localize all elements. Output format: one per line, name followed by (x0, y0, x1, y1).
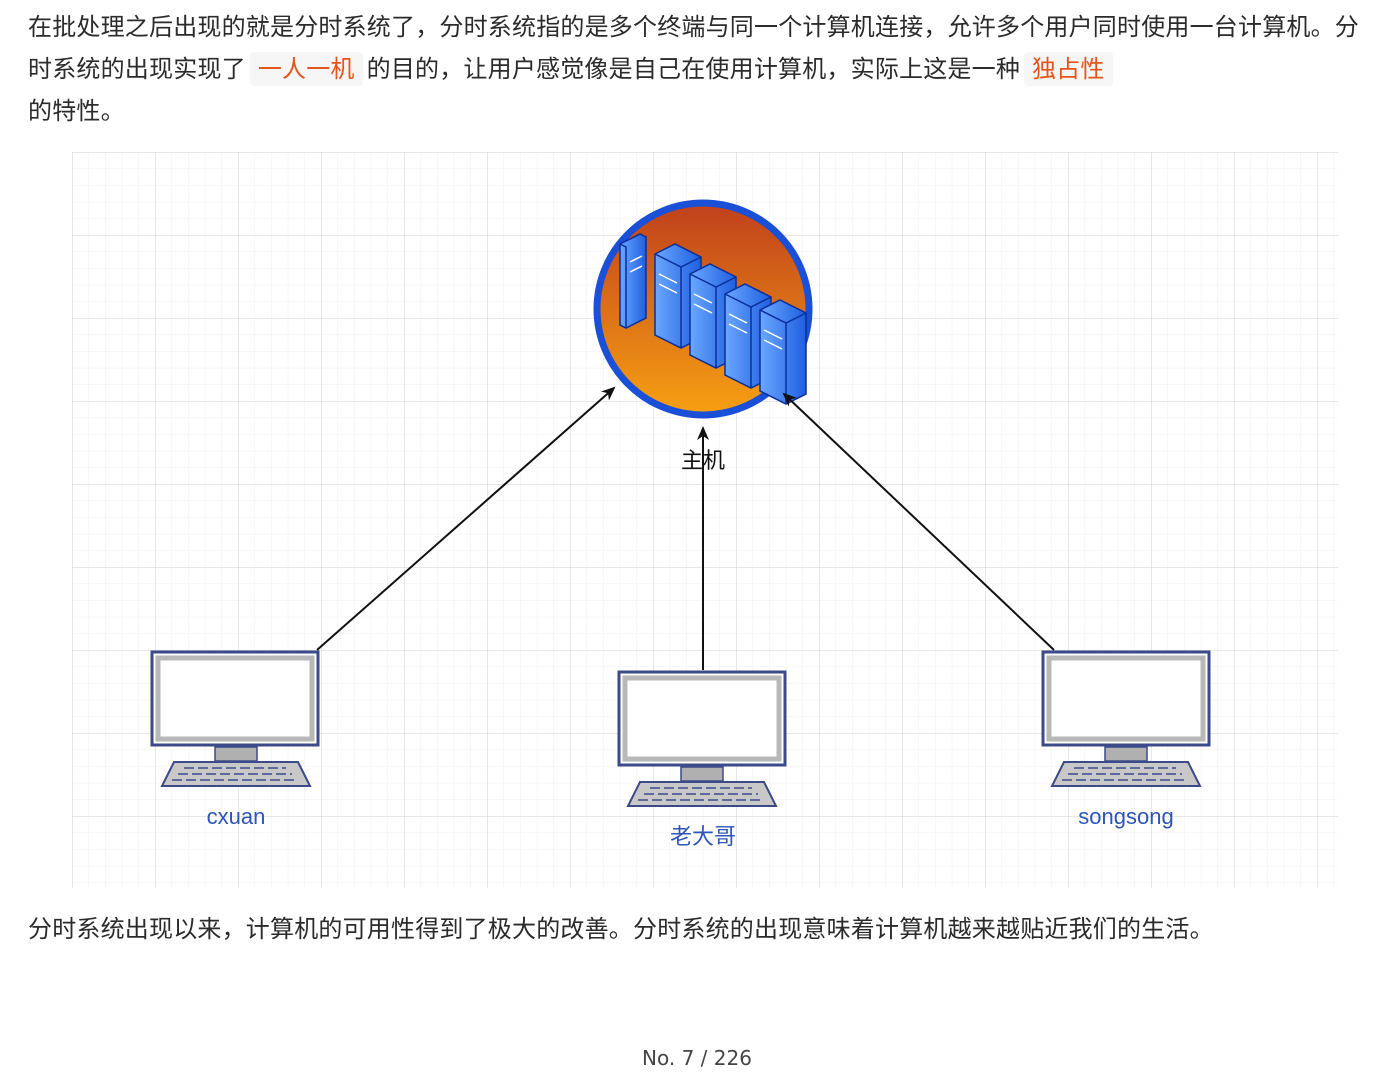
intro-text-1: 在批处理之后出现的就是分时系统了，分时系统指的是多个终端与同一个计算机连接，允许… (28, 13, 1359, 83)
intro-text-3: 的特性。 (28, 97, 125, 125)
terminal-label-cxuan: cxuan (207, 804, 266, 829)
terminal-songsong-icon (1041, 650, 1211, 787)
terminal-label-laodage: 老大哥 (670, 825, 736, 850)
intro-paragraph: 在批处理之后出现的就是分时系统了，分时系统指的是多个终端与同一个计算机连接，允许… (28, 6, 1373, 132)
arrow-right (782, 392, 1055, 651)
highlight-one-person-one-machine: 一人一机 (249, 52, 363, 86)
terminal-laodage-icon (617, 670, 787, 807)
terminal-cxuan-icon (150, 650, 320, 787)
terminal-label-songsong: songsong (1078, 804, 1173, 829)
host-server-icon (593, 199, 813, 419)
intro-text-2: 的目的，让用户感觉像是自己在使用计算机，实际上这是一种 (366, 55, 1021, 83)
closing-paragraph: 分时系统出现以来，计算机的可用性得到了极大的改善。分时系统的出现意味着计算机越来… (28, 915, 1214, 943)
time-sharing-diagram: 主机 cxuan 老大哥 songsong (72, 152, 1338, 888)
highlight-exclusivity: 独占性 (1024, 52, 1113, 86)
arrow-left (316, 386, 616, 651)
page-number: No. 7 / 226 (642, 1046, 752, 1070)
